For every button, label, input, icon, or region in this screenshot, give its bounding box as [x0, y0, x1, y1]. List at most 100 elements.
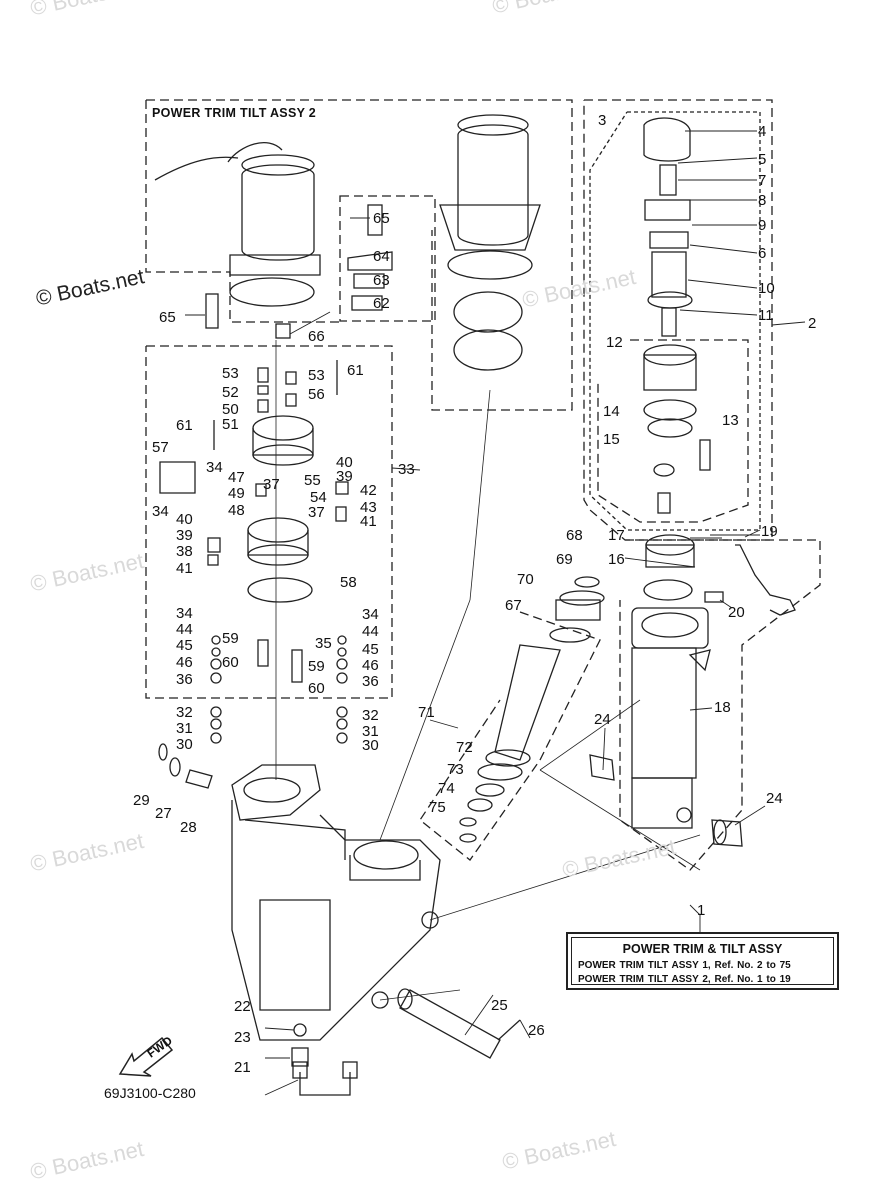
callout-8: 8: [758, 192, 767, 209]
assy-71-frame: [419, 611, 601, 861]
callout-5: 5: [758, 151, 767, 168]
callout-49: 49: [228, 485, 245, 502]
callout-3: 3: [598, 112, 607, 129]
callout-55: 55: [304, 472, 321, 489]
callout-44: 44: [362, 623, 379, 640]
callout-7: 7: [758, 172, 767, 189]
callout-59: 59: [222, 630, 239, 647]
info-box-inner: POWER TRIM & TILT ASSY POWER TRIM TILT A…: [571, 937, 834, 985]
callout-62: 62: [373, 295, 390, 312]
callout-37: 37: [263, 476, 280, 493]
callout-48: 48: [228, 502, 245, 519]
callout-41: 41: [360, 513, 377, 530]
callout-66: 66: [308, 328, 325, 345]
callout-63: 63: [373, 272, 390, 289]
diagram-code: 69J3100-C280: [104, 1085, 196, 1101]
callout-61: 61: [347, 362, 364, 379]
callout-69: 69: [556, 551, 573, 568]
callout-68: 68: [566, 527, 583, 544]
callout-32: 32: [176, 704, 193, 721]
callout-61: 61: [176, 417, 193, 434]
callout-30: 30: [362, 737, 379, 754]
callout-64: 64: [373, 248, 390, 265]
callout-34: 34: [152, 503, 169, 520]
callout-59: 59: [308, 658, 325, 675]
callout-32: 32: [362, 707, 379, 724]
callout-74: 74: [438, 780, 455, 797]
assy-2-frame: [583, 99, 773, 541]
callout-14: 14: [603, 403, 620, 420]
callout-20: 20: [728, 604, 745, 621]
callout-58: 58: [340, 574, 357, 591]
callout-25: 25: [491, 997, 508, 1014]
callout-22: 22: [234, 998, 251, 1015]
callout-4: 4: [758, 123, 767, 140]
callout-67: 67: [505, 597, 522, 614]
callout-46: 46: [362, 657, 379, 674]
callout-43: 43: [360, 499, 377, 516]
callout-38: 38: [176, 543, 193, 560]
callout-56: 56: [308, 386, 325, 403]
callout-41: 41: [176, 560, 193, 577]
callout-16: 16: [608, 551, 625, 568]
callout-65: 65: [159, 309, 176, 326]
callout-21: 21: [234, 1059, 251, 1076]
info-title: POWER TRIM & TILT ASSY: [622, 942, 783, 956]
callout-24: 24: [766, 790, 783, 807]
callout-11: 11: [758, 307, 774, 324]
callout-1: 1: [697, 902, 706, 919]
assy2-frame: [146, 99, 573, 411]
callout-54: 54: [310, 489, 327, 506]
assy-12-frame: [597, 339, 749, 523]
callout-51: 51: [222, 416, 239, 433]
callout-29: 29: [133, 792, 150, 809]
callout-34: 34: [176, 605, 193, 622]
callout-70: 70: [517, 571, 534, 588]
callout-6: 6: [758, 245, 767, 262]
pump-cover-frame: [339, 195, 436, 322]
callout-15: 15: [603, 431, 620, 448]
callout-36: 36: [362, 673, 379, 690]
callout-45: 45: [362, 641, 379, 658]
callout-73: 73: [447, 761, 464, 778]
callout-27: 27: [155, 805, 172, 822]
callout-2: 2: [808, 315, 817, 332]
callout-12: 12: [606, 334, 623, 351]
callout-28: 28: [180, 819, 197, 836]
callout-36: 36: [176, 671, 193, 688]
info-line-2: POWER TRIM TILT ASSY 2, Ref. No. 1 to 19: [578, 974, 791, 985]
callout-46: 46: [176, 654, 193, 671]
callout-17: 17: [608, 527, 625, 544]
callout-18: 18: [714, 699, 731, 716]
callout-44: 44: [176, 621, 193, 638]
callout-50: 50: [222, 401, 239, 418]
callout-40: 40: [176, 511, 193, 528]
assy-info-box: POWER TRIM & TILT ASSY POWER TRIM TILT A…: [566, 932, 839, 990]
callout-34: 34: [206, 459, 223, 476]
callout-9: 9: [758, 217, 767, 234]
callout-57: 57: [152, 439, 169, 456]
callout-31: 31: [176, 720, 193, 737]
callout-47: 47: [228, 469, 245, 486]
callout-60: 60: [308, 680, 325, 697]
assy2-title: POWER TRIM TILT ASSY 2: [152, 106, 317, 120]
callout-30: 30: [176, 736, 193, 753]
callout-45: 45: [176, 637, 193, 654]
callout-71: 71: [418, 704, 435, 721]
callout-39: 39: [176, 527, 193, 544]
callout-60: 60: [222, 654, 239, 671]
piston-assy-3-frame: [589, 111, 761, 531]
callout-34: 34: [362, 606, 379, 623]
callout-19: 19: [761, 523, 778, 540]
callout-13: 13: [722, 412, 739, 429]
callout-72: 72: [456, 739, 473, 756]
fwd-arrow-icon: [118, 1036, 174, 1077]
callout-35: 35: [315, 635, 332, 652]
callout-42: 42: [360, 482, 377, 499]
callout-52: 52: [222, 384, 239, 401]
callout-40: 40: [336, 454, 353, 471]
callout-37: 37: [308, 504, 325, 521]
callout-53: 53: [222, 365, 239, 382]
